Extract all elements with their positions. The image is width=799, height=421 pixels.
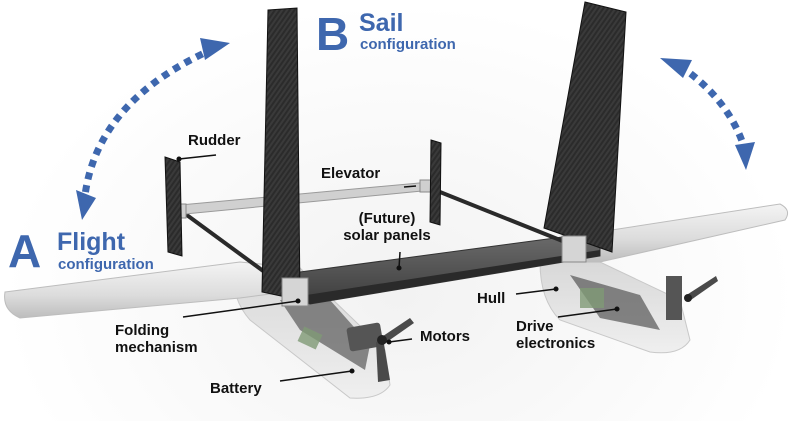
- folding-label-line1: Folding: [115, 322, 170, 339]
- rotation-arrow-left-icon: [76, 38, 230, 220]
- elevator-leader: [403, 185, 417, 188]
- drive-electronics-label: Drive electronics: [516, 318, 595, 352]
- rotation-arrow-right-icon: [660, 58, 755, 170]
- flight-letter: A: [8, 225, 42, 277]
- right-folding-bracket: [561, 235, 587, 263]
- hull-leader: [515, 288, 557, 295]
- folding-label-line2: mechanism: [115, 339, 198, 356]
- folding-mechanism-label: Folding mechanism: [115, 322, 198, 356]
- battery-leader: [279, 370, 353, 382]
- solar-label-line2: solar panels: [343, 227, 431, 244]
- hull-label: Hull: [477, 290, 506, 307]
- solar-leader: [398, 251, 401, 269]
- left-motor: [346, 318, 414, 382]
- right-rudder: [429, 139, 442, 226]
- left-rudder: [164, 156, 183, 257]
- solar-label-line1: (Future): [358, 210, 416, 227]
- right-wing: [559, 203, 789, 263]
- sail-letter: B: [316, 8, 350, 60]
- folding-leader: [182, 300, 299, 318]
- rudder-leader: [178, 154, 217, 160]
- drive-label-line1: Drive: [516, 318, 554, 335]
- left-hull: [231, 267, 391, 399]
- flight-title: Flight: [57, 228, 126, 256]
- leader-lines: [176, 154, 620, 382]
- right-motor: [666, 276, 718, 320]
- flight-subtitle: configuration: [58, 256, 154, 273]
- sail-title: Sail: [359, 9, 404, 37]
- elevator-label: Elevator: [321, 165, 381, 182]
- battery-label: Battery: [210, 380, 262, 397]
- motors-label: Motors: [420, 328, 470, 345]
- left-sail: [261, 7, 301, 301]
- sail-subtitle: configuration: [360, 36, 456, 53]
- tail-structure: [175, 179, 566, 300]
- right-sail: [543, 1, 627, 253]
- drive-leader: [557, 308, 618, 318]
- drive-label-line2: electronics: [516, 335, 596, 352]
- rudder-label: Rudder: [188, 132, 241, 149]
- motors-leader: [388, 338, 413, 343]
- right-hull: [539, 261, 691, 354]
- solar-panels-label: (Future) solar panels: [332, 210, 442, 244]
